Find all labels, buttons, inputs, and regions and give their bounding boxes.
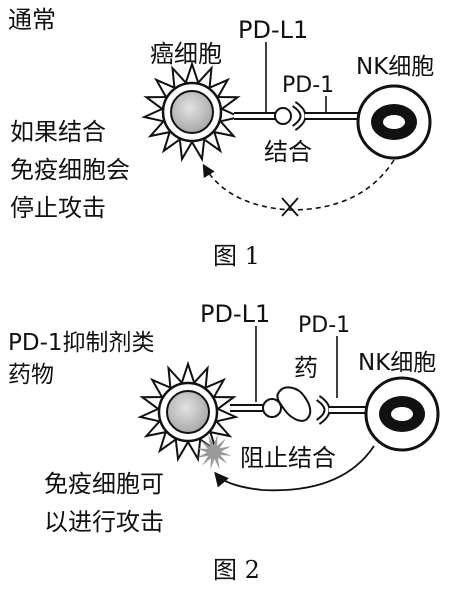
fig1-note-line-2: 免疫细胞会 xyxy=(10,156,130,184)
fig1-pd-1-molecule xyxy=(291,101,358,131)
fig2-nk-cell xyxy=(364,376,440,452)
cancer-cell-nucleus xyxy=(166,390,210,434)
fig1-note-line-3: 停止攻击 xyxy=(10,194,106,222)
cancer-cell-nucleus xyxy=(170,90,214,134)
fig1-blocked-cross xyxy=(281,197,299,217)
fig2-pd-l1-molecule xyxy=(230,398,282,418)
fig1-nk-cell xyxy=(356,84,432,160)
fig2-note-line-1: 免疫细胞可 xyxy=(44,470,164,498)
fig2-drug-molecule xyxy=(276,386,312,422)
fig1-pd-1-label: PD-1 xyxy=(282,73,334,98)
fig1-pd-l1-label: PD-L1 xyxy=(238,16,308,44)
fig2-damage-burst xyxy=(196,434,232,470)
fig2-nk-cell-label: NK细胞 xyxy=(358,350,436,376)
figure-2: PD-1抑制剂类 药物 PD-L1 药 PD-1 xyxy=(8,300,440,584)
fig2-attack-arrow xyxy=(214,445,375,492)
fig1-bind-label: 结合 xyxy=(264,138,312,166)
fig1-pd-l1-molecule xyxy=(234,107,292,125)
fig2-pd-1-label: PD-1 xyxy=(298,313,350,338)
fig2-pd-1-molecule xyxy=(315,395,366,425)
fig1-header: 通常 xyxy=(8,6,56,34)
fig1-nk-cell-label: NK细胞 xyxy=(356,54,434,80)
fig2-drug-label: 药 xyxy=(294,354,318,382)
fig1-cancer-cell-label: 癌细胞 xyxy=(150,40,222,68)
fig1-cancer-cell xyxy=(141,60,243,163)
fig1-caption: 图 1 xyxy=(213,242,260,270)
figure-1: 通常 癌细胞 PD-L1 PD-1 N xyxy=(8,6,434,270)
fig2-drug-class-line-1: PD-1抑制剂类 xyxy=(8,330,155,356)
fig2-caption: 图 2 xyxy=(213,556,260,584)
fig1-blocked-attack-arrow xyxy=(202,159,395,211)
fig1-note-line-1: 如果结合 xyxy=(10,118,106,146)
fig2-cancer-cell xyxy=(137,360,239,463)
fig2-block-label: 阻止结合 xyxy=(240,444,336,472)
fig2-drug-class-line-2: 药物 xyxy=(8,362,54,388)
fig2-pd-l1-label: PD-L1 xyxy=(200,300,270,328)
fig2-note-line-2: 以进行攻击 xyxy=(44,508,164,536)
